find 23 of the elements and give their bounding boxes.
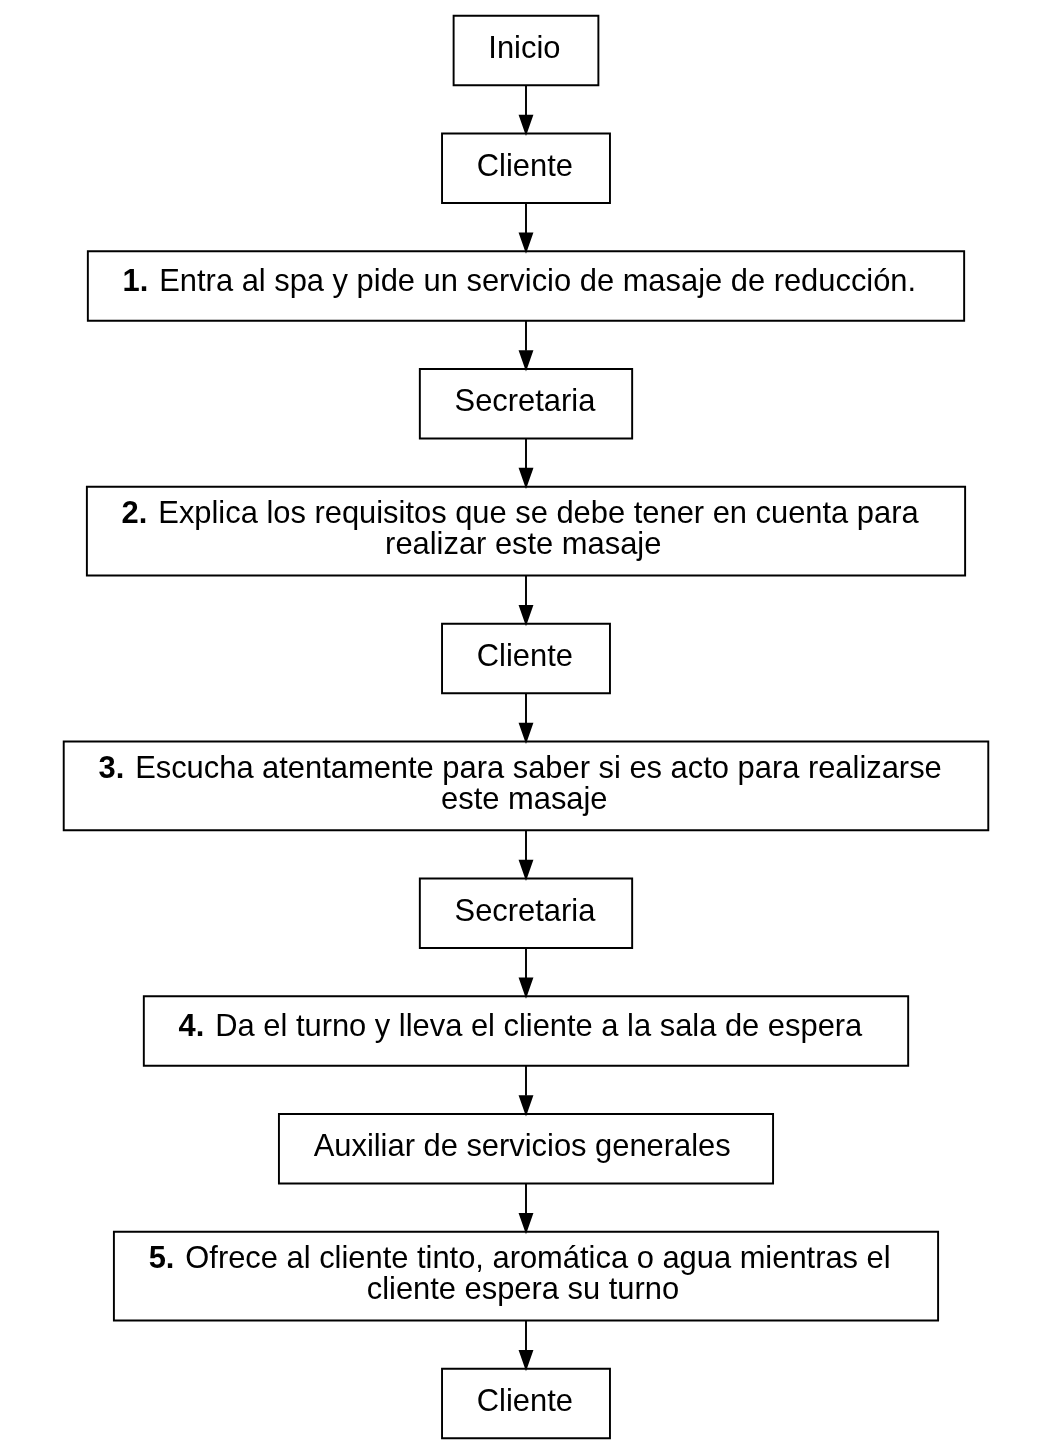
node-box: Secretaria <box>418 877 634 949</box>
arrow <box>518 319 534 372</box>
node-box: Secretaria <box>418 368 634 440</box>
arrow <box>518 1182 534 1235</box>
arrow <box>518 202 534 254</box>
node-box: 3. Escucha atentamente para saber si es acto para realizarse este masaje <box>62 740 990 832</box>
node-box: Cliente <box>441 132 611 204</box>
arrow <box>518 692 534 744</box>
node-box: 1. Entra al spa y pide un servicio de masaje de reducción. <box>86 250 966 322</box>
node-box: Cliente <box>441 1367 611 1440</box>
node-box: Cliente <box>441 622 611 695</box>
arrow <box>518 84 534 136</box>
arrow <box>518 947 534 999</box>
arrow <box>518 574 534 627</box>
arrow <box>518 1319 534 1372</box>
node-box: Inicio <box>452 14 600 87</box>
arrow <box>518 829 534 882</box>
arrow <box>518 437 534 490</box>
node-box: 4. Da el turno y lleva el cliente a la sala de espera <box>142 995 910 1067</box>
node-box: Auxiliar de servicios generales <box>277 1113 775 1185</box>
node-box: 2. Explica los requisitos que se debe tener en cuenta para realizar este masaje <box>85 485 967 577</box>
node-box: 5. Ofrece al cliente tinto, aromática o agua mientras el cliente espera su turno <box>112 1230 940 1322</box>
arrow <box>518 1064 534 1117</box>
